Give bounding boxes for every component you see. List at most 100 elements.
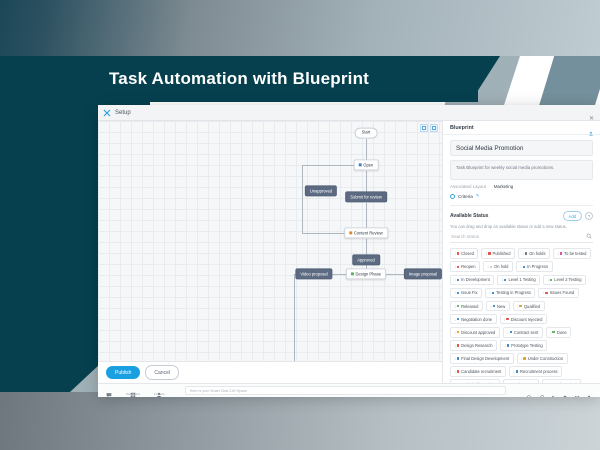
- flow-node-design[interactable]: Design Phase: [345, 268, 387, 280]
- status-chip[interactable]: ⁞⁞HR interview: [542, 379, 582, 383]
- taskbar-item-chat[interactable]: Chat: [106, 385, 112, 397]
- available-status-header: Available Status Add ?: [450, 211, 593, 222]
- user-icon[interactable]: [586, 388, 592, 397]
- attach-icon[interactable]: [538, 388, 544, 397]
- status-chip[interactable]: ⁞⁞Recruitment process: [508, 366, 563, 377]
- status-chip[interactable]: ⁞⁞Discount approved: [450, 326, 500, 338]
- flow-node-label: Open: [363, 161, 374, 167]
- status-chip[interactable]: ⁞⁞Discount rejected: [499, 313, 547, 325]
- status-chip[interactable]: ⁞⁞On hold: [482, 261, 513, 273]
- help-icon[interactable]: ?: [585, 212, 593, 221]
- flow-node-label: Video proposal: [300, 270, 328, 276]
- status-chip-label: Closed: [461, 251, 474, 257]
- taskbar-right-icons: [526, 388, 592, 397]
- status-chip-label: Discount approved: [461, 329, 496, 335]
- status-color-swatch: [456, 265, 460, 268]
- grid-icon[interactable]: [430, 124, 438, 132]
- status-chip-label: Reopen: [461, 264, 476, 270]
- status-chip[interactable]: ⁞⁞New: [485, 300, 510, 312]
- status-chip-label: To be tested: [564, 251, 587, 257]
- canvas-footer: Publish Cancel: [98, 361, 442, 383]
- status-chip[interactable]: ⁞⁞Issue Fix: [450, 287, 483, 299]
- flow-node-image-prop[interactable]: Image proposal: [403, 268, 442, 280]
- contacts-icon: [156, 385, 162, 397]
- status-chip[interactable]: ⁞⁞Under Construction: [516, 353, 568, 364]
- status-chip[interactable]: ⁞⁞Contract sent: [502, 326, 543, 338]
- fit-view-button[interactable]: [420, 124, 428, 132]
- status-chip[interactable]: ⁞⁞Level 1 Testing: [497, 274, 541, 286]
- publish-button[interactable]: Publish: [106, 366, 141, 379]
- status-chip[interactable]: ⁞⁞Qualified: [512, 300, 545, 312]
- flow-node-submit[interactable]: Submit for review: [345, 191, 387, 203]
- status-color-swatch: [456, 278, 460, 282]
- status-chip[interactable]: ⁞⁞Final Design Development: [450, 353, 514, 364]
- taskbar-item-contacts[interactable]: Contacts: [154, 385, 165, 397]
- status-chip[interactable]: ⁞⁞In Development: [450, 274, 495, 286]
- status-chip[interactable]: ⁞⁞Technical interview: [450, 379, 500, 383]
- status-chip[interactable]: ⁞⁞Published: [481, 248, 515, 259]
- search-status-input[interactable]: Search status: [450, 233, 593, 244]
- grid-icon[interactable]: [574, 388, 580, 397]
- flow-node-content-rev[interactable]: Content Review: [344, 227, 388, 239]
- status-chip[interactable]: ⁞⁞Prototype Testing: [500, 340, 548, 351]
- blueprint-description-field[interactable]: Task Blueprint for weekly social media p…: [450, 160, 593, 181]
- status-chip[interactable]: ⁞⁞Negotiation done: [450, 313, 497, 325]
- blueprint-panel: Blueprint ✕ Social Media Promotion Task …: [443, 116, 600, 383]
- status-chip-label: Level 2 Testing: [554, 277, 582, 283]
- edge: [302, 233, 352, 234]
- upload-icon[interactable]: [588, 124, 594, 136]
- bell-icon[interactable]: [562, 388, 568, 397]
- banner-band: [0, 56, 478, 102]
- flow-node-approved[interactable]: Approved: [352, 254, 380, 266]
- status-chip-label: Recruitment process: [520, 369, 558, 375]
- flow-node-label: Unapproved: [309, 187, 333, 193]
- pencil-icon[interactable]: ✎: [475, 193, 480, 199]
- emoji-icon[interactable]: [526, 388, 532, 397]
- status-chip[interactable]: ⁞⁞Level 2 Testing: [543, 274, 587, 286]
- mic-icon[interactable]: [550, 388, 556, 397]
- setup-icon: [103, 109, 111, 117]
- status-chip[interactable]: ⁞⁞In Progress: [515, 261, 553, 273]
- smart-chat-input[interactable]: Here is your Smart Chat Ctrl+Space: [184, 386, 506, 395]
- status-chip[interactable]: ⁞⁞On holds: [517, 248, 550, 259]
- status-chip[interactable]: ⁞⁞Written test: [502, 379, 540, 383]
- status-chip[interactable]: ⁞⁞Closed: [450, 248, 479, 259]
- status-chip[interactable]: ⁞⁞Released: [450, 300, 483, 312]
- status-chip[interactable]: ⁞⁞Candidate recruitment: [450, 366, 506, 377]
- edge: [302, 165, 366, 166]
- flow-node-open[interactable]: Open: [353, 159, 379, 171]
- add-status-button[interactable]: Add: [562, 211, 582, 222]
- status-chip[interactable]: ⁞⁞Reopen: [450, 261, 480, 273]
- status-color-swatch: [456, 304, 460, 308]
- flow-node-label: Start: [361, 129, 371, 135]
- search-placeholder: Search status: [451, 233, 480, 239]
- status-color-swatch: [506, 344, 510, 347]
- window-tab-label[interactable]: Setup: [115, 109, 131, 116]
- status-color-swatch: [519, 304, 522, 308]
- cancel-button[interactable]: Cancel: [145, 365, 179, 380]
- close-icon[interactable]: ✕: [588, 116, 594, 122]
- available-status-title: Available Status: [450, 213, 489, 220]
- flow-node-unapproved[interactable]: Unapproved: [304, 185, 338, 197]
- status-color-swatch: [549, 278, 553, 282]
- status-chip-label: In Progress: [527, 264, 548, 270]
- window-titlebar: Setup: [98, 105, 600, 121]
- status-chip[interactable]: ⁞⁞Issues Found: [538, 287, 579, 299]
- status-color-swatch: [488, 252, 491, 255]
- edge: [302, 165, 303, 233]
- taskbar-item-dashboard[interactable]: Dashboard: [126, 385, 140, 397]
- flow-node-label: Content Review: [353, 229, 383, 235]
- status-chip[interactable]: ⁞⁞Design Research: [450, 340, 498, 351]
- status-chip[interactable]: ⁞⁞To be tested: [553, 248, 591, 259]
- status-color-swatch: [456, 317, 460, 321]
- divider: [450, 205, 593, 207]
- blueprint-name-field[interactable]: Social Media Promotion: [450, 140, 593, 157]
- chat-icon: [106, 385, 112, 397]
- status-chip[interactable]: ⁞⁞Testing in Progress: [485, 287, 536, 299]
- flow-node-video-prop[interactable]: Video proposal: [295, 268, 333, 280]
- status-chip[interactable]: ⁞⁞Done: [545, 326, 572, 338]
- flow-node-start[interactable]: Start: [354, 127, 378, 139]
- node-status-dot: [350, 272, 354, 276]
- criteria-row[interactable]: Criteria ✎: [450, 193, 593, 199]
